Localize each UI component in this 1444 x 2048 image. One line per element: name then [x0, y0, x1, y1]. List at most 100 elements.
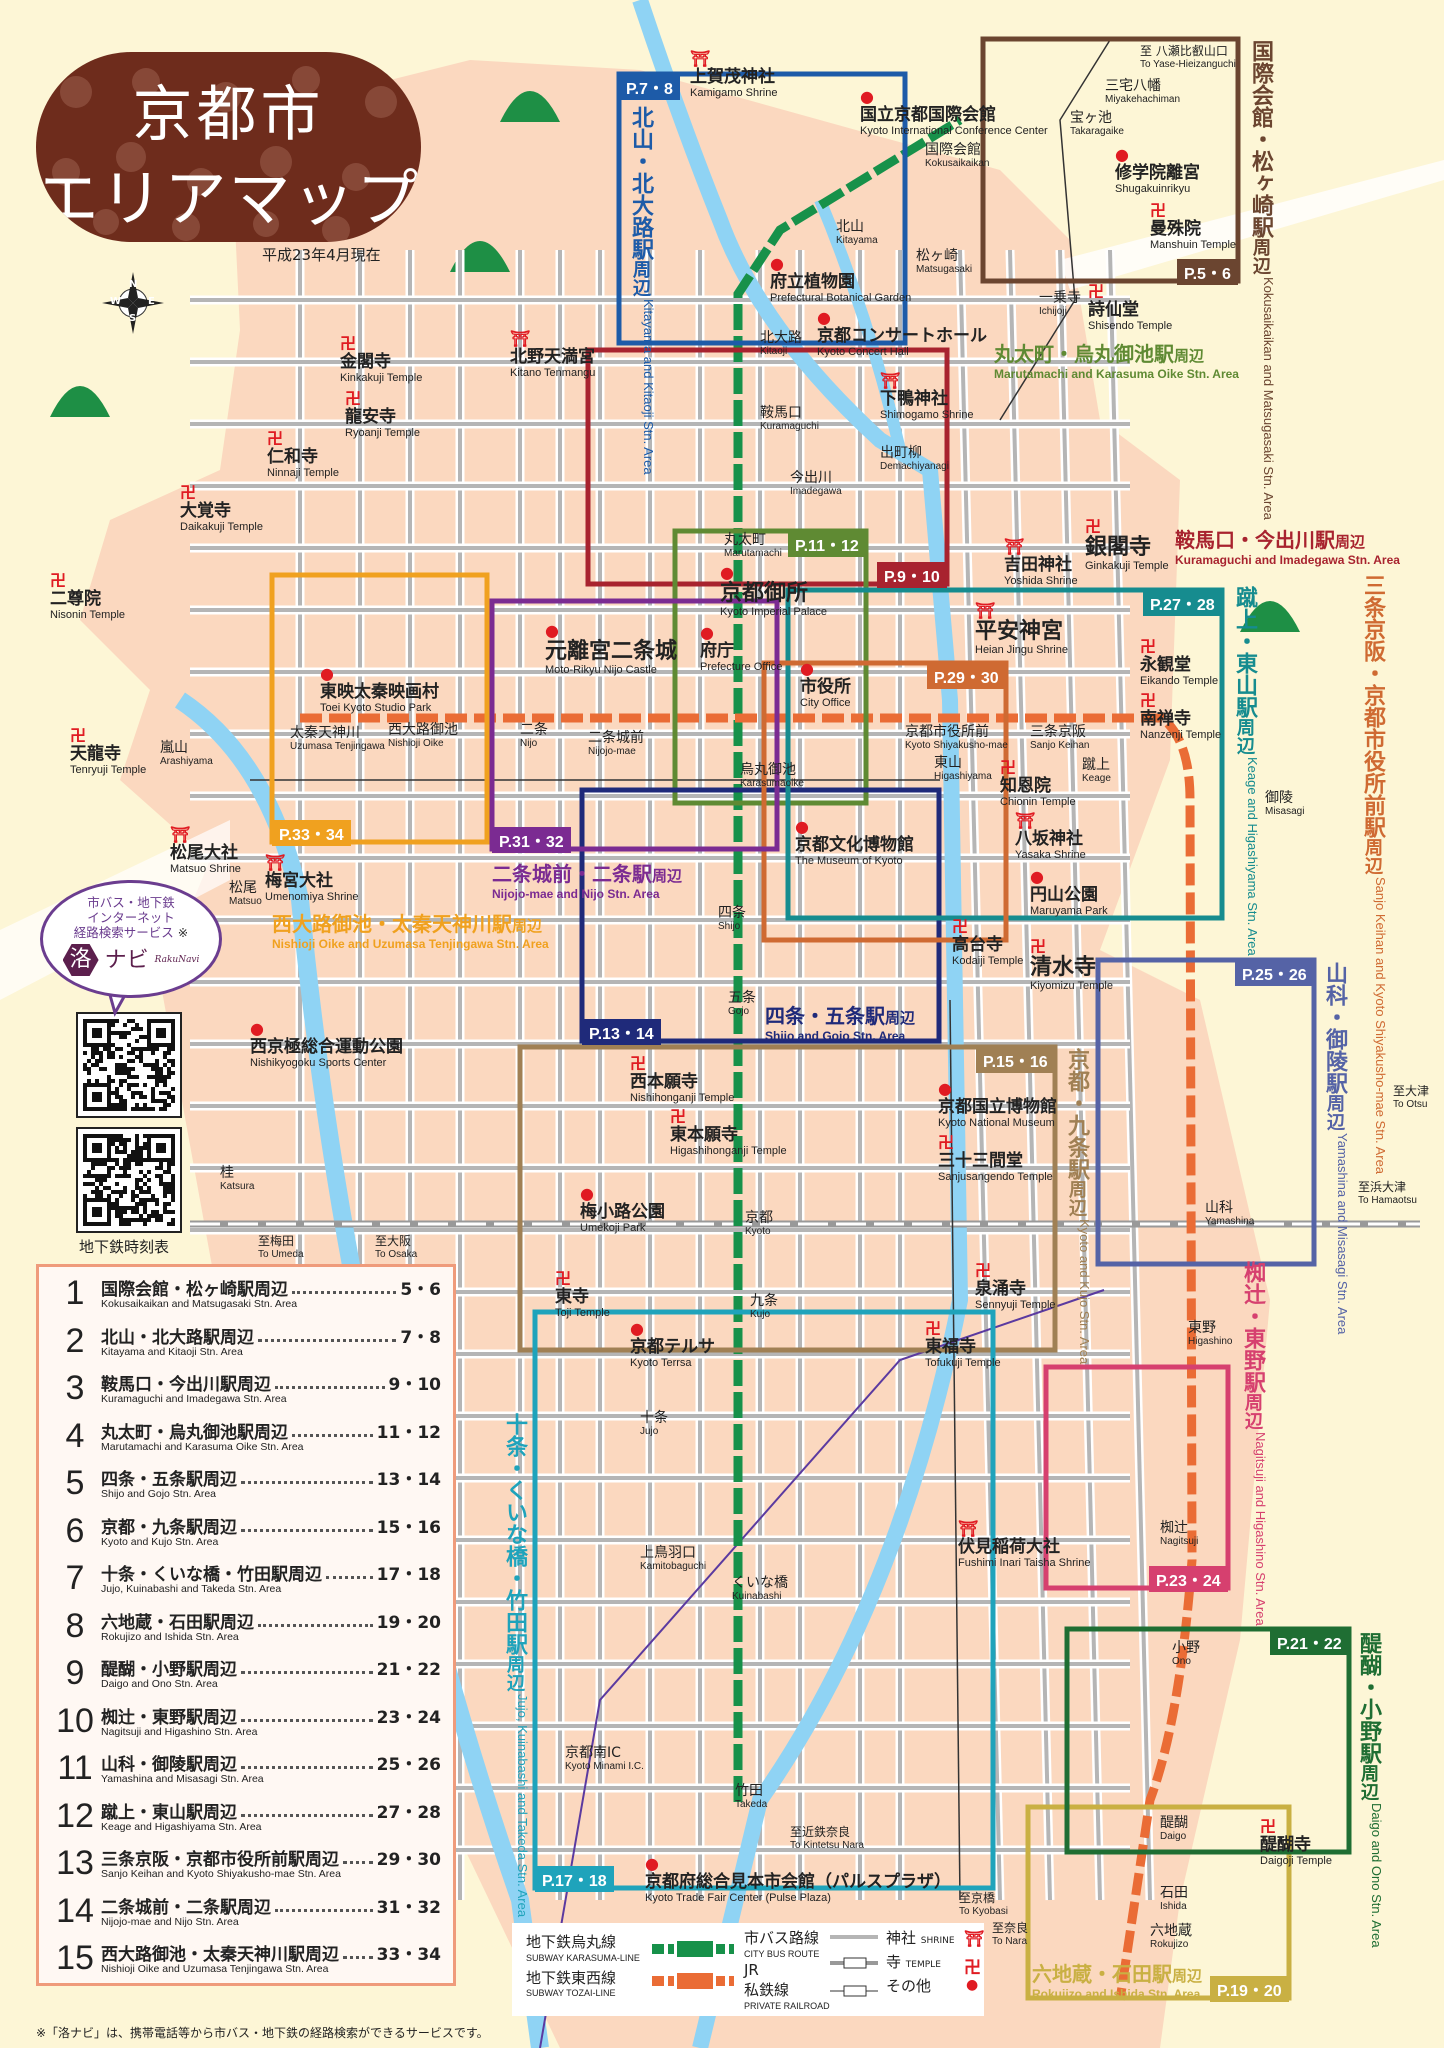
area-page-tag-11[interactable]: P.25・26: [1235, 960, 1314, 986]
area-page-tag-3[interactable]: P.9・10: [877, 562, 947, 588]
area-page-tag-10[interactable]: P.23・24: [1149, 1566, 1228, 1592]
rakunavi-bubble[interactable]: 市バス・地下鉄 インターネット 経路検索サービス ※ 洛 ナビ RakuNavi: [40, 880, 222, 998]
area-page-tag-6[interactable]: P.15・16: [976, 1047, 1055, 1073]
area-page-tag-2[interactable]: P.7・8: [619, 74, 680, 100]
poi-kyoto-trade-fair-center-pulse-plaza-[interactable]: ●京都府総合見本市会館（パルスプラザ）Kyoto Trade Fair Cent…: [645, 1855, 951, 1904]
area-page-tag-7[interactable]: P.17・18: [535, 1866, 614, 1892]
area-page-tag-15[interactable]: P.33・34: [272, 820, 351, 846]
area-page-tag-5[interactable]: P.13・14: [582, 1019, 661, 1045]
area-page-tag-12[interactable]: P.27・28: [1143, 590, 1222, 616]
area-page-tag-4[interactable]: P.11・12: [788, 531, 866, 557]
area-page-tag-1[interactable]: P.5・6: [1177, 259, 1238, 285]
